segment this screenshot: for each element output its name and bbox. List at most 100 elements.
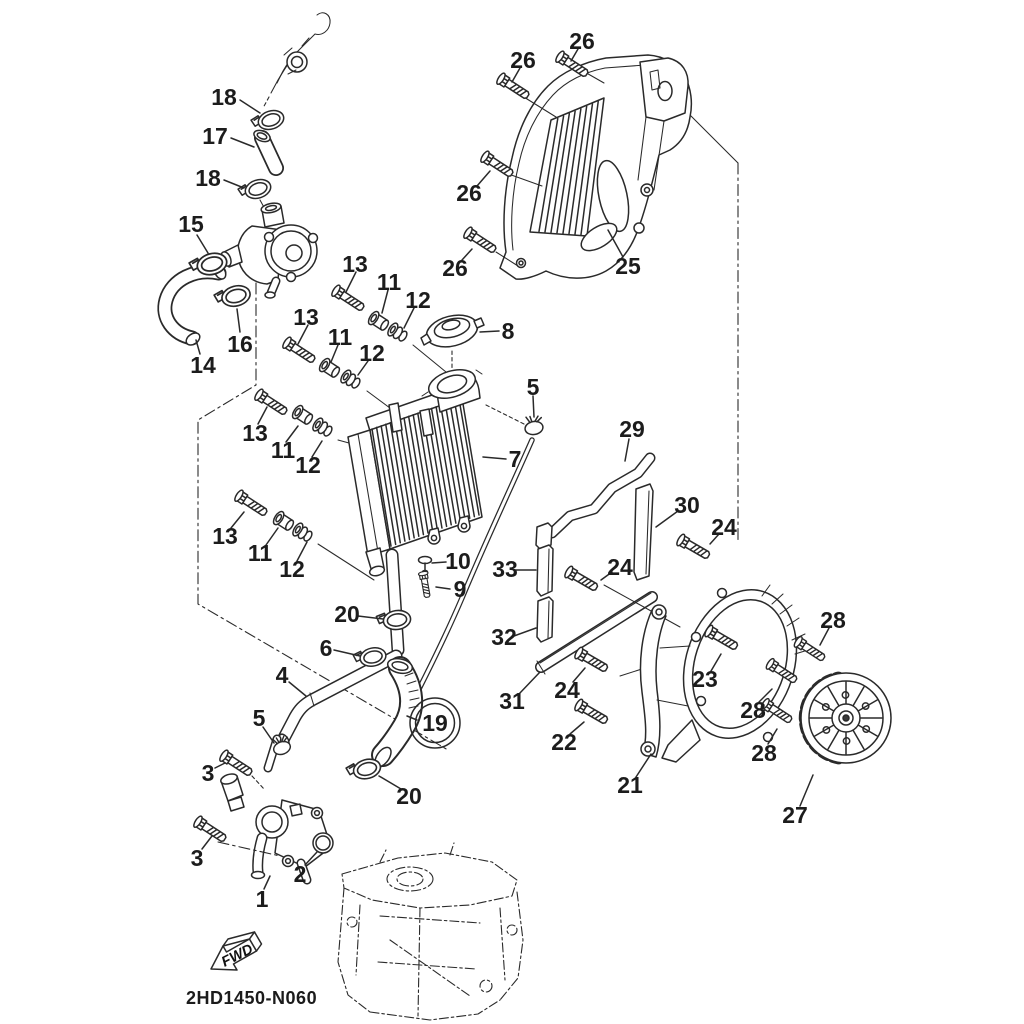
leader-line-6-44 xyxy=(333,649,361,657)
leader-line-10-26 xyxy=(431,561,447,564)
leader-line-26-8 xyxy=(476,170,491,187)
callout-11-18: 11 xyxy=(271,437,296,463)
radiator-7 xyxy=(347,368,483,657)
leader-line-28-39 xyxy=(819,627,830,646)
engine-bracket-21 xyxy=(572,604,741,758)
leader-line-11-15 xyxy=(330,344,339,363)
leader-line-21-37 xyxy=(635,753,652,778)
callout-12-22: 12 xyxy=(279,556,305,582)
leader-line-28-40 xyxy=(758,688,773,703)
callout-28-40: 28 xyxy=(740,697,766,723)
callout-4-45: 4 xyxy=(276,662,289,688)
callout-24-35: 24 xyxy=(554,677,580,703)
callout-33-32: 33 xyxy=(492,556,518,582)
callout-11-21: 11 xyxy=(248,540,273,566)
drain-parts-9-10 xyxy=(417,555,433,599)
pipe-joint-17-clamps-18 xyxy=(236,106,287,212)
leader-line-7-25 xyxy=(482,456,507,460)
leader-line-17-1 xyxy=(230,137,255,148)
engine-block-phantom xyxy=(337,842,524,1021)
leader-line-13-14 xyxy=(297,324,309,345)
leader-line-9-27 xyxy=(435,586,451,590)
callout-10-26: 10 xyxy=(445,548,471,574)
callout-7-25: 7 xyxy=(509,446,522,472)
leader-line-20-48 xyxy=(378,775,402,790)
callout-28-39: 28 xyxy=(820,607,846,633)
callout-20-48: 20 xyxy=(396,783,422,809)
callout-19-47: 19 xyxy=(422,710,448,736)
callout-8-23: 8 xyxy=(502,318,515,344)
leader-line-32-33 xyxy=(513,627,537,637)
callout-12-16: 12 xyxy=(359,340,385,366)
leader-line-24-31 xyxy=(600,571,613,581)
reference-lever xyxy=(262,12,331,109)
callout-3-50: 3 xyxy=(191,845,204,871)
leader-line-23-38 xyxy=(710,653,722,672)
leader-line-18-2 xyxy=(223,179,245,189)
leader-line-13-20 xyxy=(230,511,245,529)
callout-30-29: 30 xyxy=(674,492,700,518)
callout-26-6: 26 xyxy=(569,28,595,54)
leader-line-14-5 xyxy=(195,339,201,355)
callout-31-34: 31 xyxy=(499,688,525,714)
callout-20-43: 20 xyxy=(334,601,360,627)
highlight-ring xyxy=(409,697,461,749)
outlet-hose-14 xyxy=(157,249,254,346)
leader-line-8-23 xyxy=(479,330,500,333)
callout-5-24: 5 xyxy=(527,374,540,400)
callout-11-15: 11 xyxy=(328,324,353,350)
callout-13-11: 13 xyxy=(342,251,368,277)
callout-11-12: 11 xyxy=(377,269,402,295)
leader-line-25-10 xyxy=(607,229,624,258)
leader-line-28-41 xyxy=(767,728,778,745)
leader-line-26-9 xyxy=(461,248,473,261)
callout-15-3: 15 xyxy=(178,211,204,237)
water-pump xyxy=(220,202,319,299)
leader-line-22-36 xyxy=(569,721,585,735)
stay-rails xyxy=(535,452,713,677)
leader-line-13-17 xyxy=(257,406,268,425)
callout-32-33: 32 xyxy=(491,624,517,650)
leader-line-3-49 xyxy=(214,762,226,769)
callout-13-20: 13 xyxy=(212,523,238,549)
callout-6-44: 6 xyxy=(320,635,333,661)
callout-5-46: 5 xyxy=(253,705,266,731)
leader-line-11-12 xyxy=(381,289,389,314)
leader-line-12-19 xyxy=(311,440,323,458)
fan-spokes xyxy=(809,681,883,755)
callout-26-7: 26 xyxy=(510,47,536,73)
leader-line-24-30 xyxy=(709,533,720,545)
radiator-cap-8 xyxy=(420,314,485,370)
leader-line-3-50 xyxy=(201,835,213,850)
leader-line-2-51 xyxy=(304,851,318,866)
callout-25-10: 25 xyxy=(615,253,641,279)
drawing-code: 2HD1450-N060 xyxy=(186,988,317,1008)
callout-18-0: 18 xyxy=(211,84,237,110)
leader-line-15-3 xyxy=(196,234,209,254)
callout-24-30: 24 xyxy=(711,514,737,540)
leader-line-16-4 xyxy=(236,308,241,333)
leader-line-18-0 xyxy=(239,99,261,114)
callout-17-1: 17 xyxy=(202,123,228,149)
callout-3-49: 3 xyxy=(202,760,215,786)
callout-26-9: 26 xyxy=(442,255,468,281)
leader-line-12-16 xyxy=(357,360,369,376)
leader-line-4-45 xyxy=(288,681,307,697)
callout-12-13: 12 xyxy=(405,287,431,313)
leader-line-13-11 xyxy=(345,271,357,293)
leader-line-29-28 xyxy=(624,438,630,462)
leader-line-5-46 xyxy=(262,726,275,744)
callout-23-38: 23 xyxy=(692,666,718,692)
callout-22-36: 22 xyxy=(551,729,577,755)
cover-grille-slats xyxy=(538,100,599,236)
crankcase-cover xyxy=(661,584,809,763)
callout-9-27: 9 xyxy=(454,576,467,602)
highlight-circle xyxy=(414,702,456,744)
flywheel-fan-27 xyxy=(759,634,892,765)
callout-14-5: 14 xyxy=(190,352,216,378)
leader-line-11-18 xyxy=(285,425,299,443)
radiator-cover-25 xyxy=(495,54,693,280)
leader-line-26-6 xyxy=(570,48,579,62)
